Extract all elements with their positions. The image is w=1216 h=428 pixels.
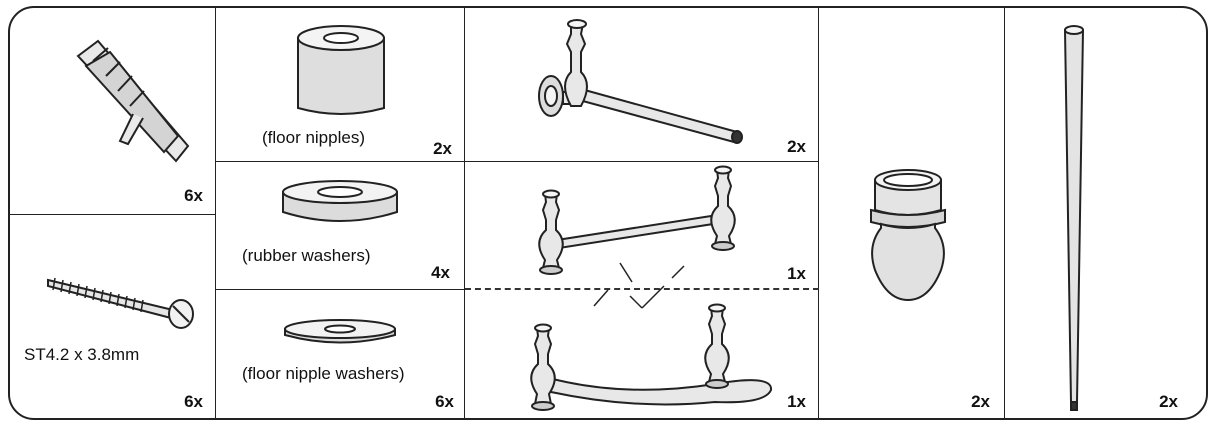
floor-nipple-washer-icon (284, 319, 396, 344)
quantity-label: 6x (184, 392, 203, 411)
curved-rail-icon (530, 303, 772, 411)
cell-curved-rail: 1x (465, 292, 818, 420)
straight-rail-icon (538, 165, 736, 275)
cell-wall-plug: 6x (8, 6, 215, 214)
divider (215, 6, 216, 420)
part-caption: (floor nipple washers) (242, 364, 405, 383)
divider (216, 289, 465, 290)
quantity-label: 1x (787, 392, 806, 411)
wall-plug-icon (76, 39, 190, 163)
divider (8, 214, 216, 215)
quantity-label: 1x (787, 264, 806, 283)
cell-leg: 2x (1005, 6, 1208, 420)
dashed-divider (465, 288, 819, 290)
cell-screw: ST4.2 x 3.8mm 6x (8, 215, 215, 420)
divider (464, 6, 465, 420)
divider (818, 6, 819, 420)
rubber-washer-icon (282, 180, 398, 222)
quantity-label: 2x (787, 137, 806, 156)
screw-icon (47, 277, 194, 329)
foot-cap-icon (870, 169, 946, 302)
cell-wall-bracket-rod: 2x (465, 6, 818, 161)
quantity-label: 2x (1159, 392, 1178, 411)
wall-bracket-rod-icon (538, 19, 743, 144)
divider (216, 161, 465, 162)
break-line-icon (593, 262, 685, 309)
leg-tube-icon (1063, 25, 1085, 411)
part-caption: ST4.2 x 3.8mm (24, 345, 140, 364)
part-caption: (floor nipples) (262, 128, 365, 147)
divider (1004, 6, 1005, 420)
cell-floor-nipples: (floor nipples) 2x (216, 6, 464, 161)
floor-nipple-icon (297, 25, 385, 115)
quantity-label: 2x (971, 392, 990, 411)
cell-straight-rail: 1x (465, 162, 818, 288)
quantity-label: 6x (435, 392, 454, 411)
quantity-label: 4x (431, 263, 450, 282)
quantity-label: 2x (433, 139, 452, 158)
cell-rubber-washers: (rubber washers) 4x (216, 162, 464, 289)
parts-list-frame (8, 6, 1208, 420)
quantity-label: 6x (184, 186, 203, 205)
part-caption: (rubber washers) (242, 246, 371, 265)
divider (465, 161, 819, 162)
cell-foot: 2x (819, 6, 1004, 420)
cell-floor-nipple-washers: (floor nipple washers) 6x (216, 290, 464, 420)
